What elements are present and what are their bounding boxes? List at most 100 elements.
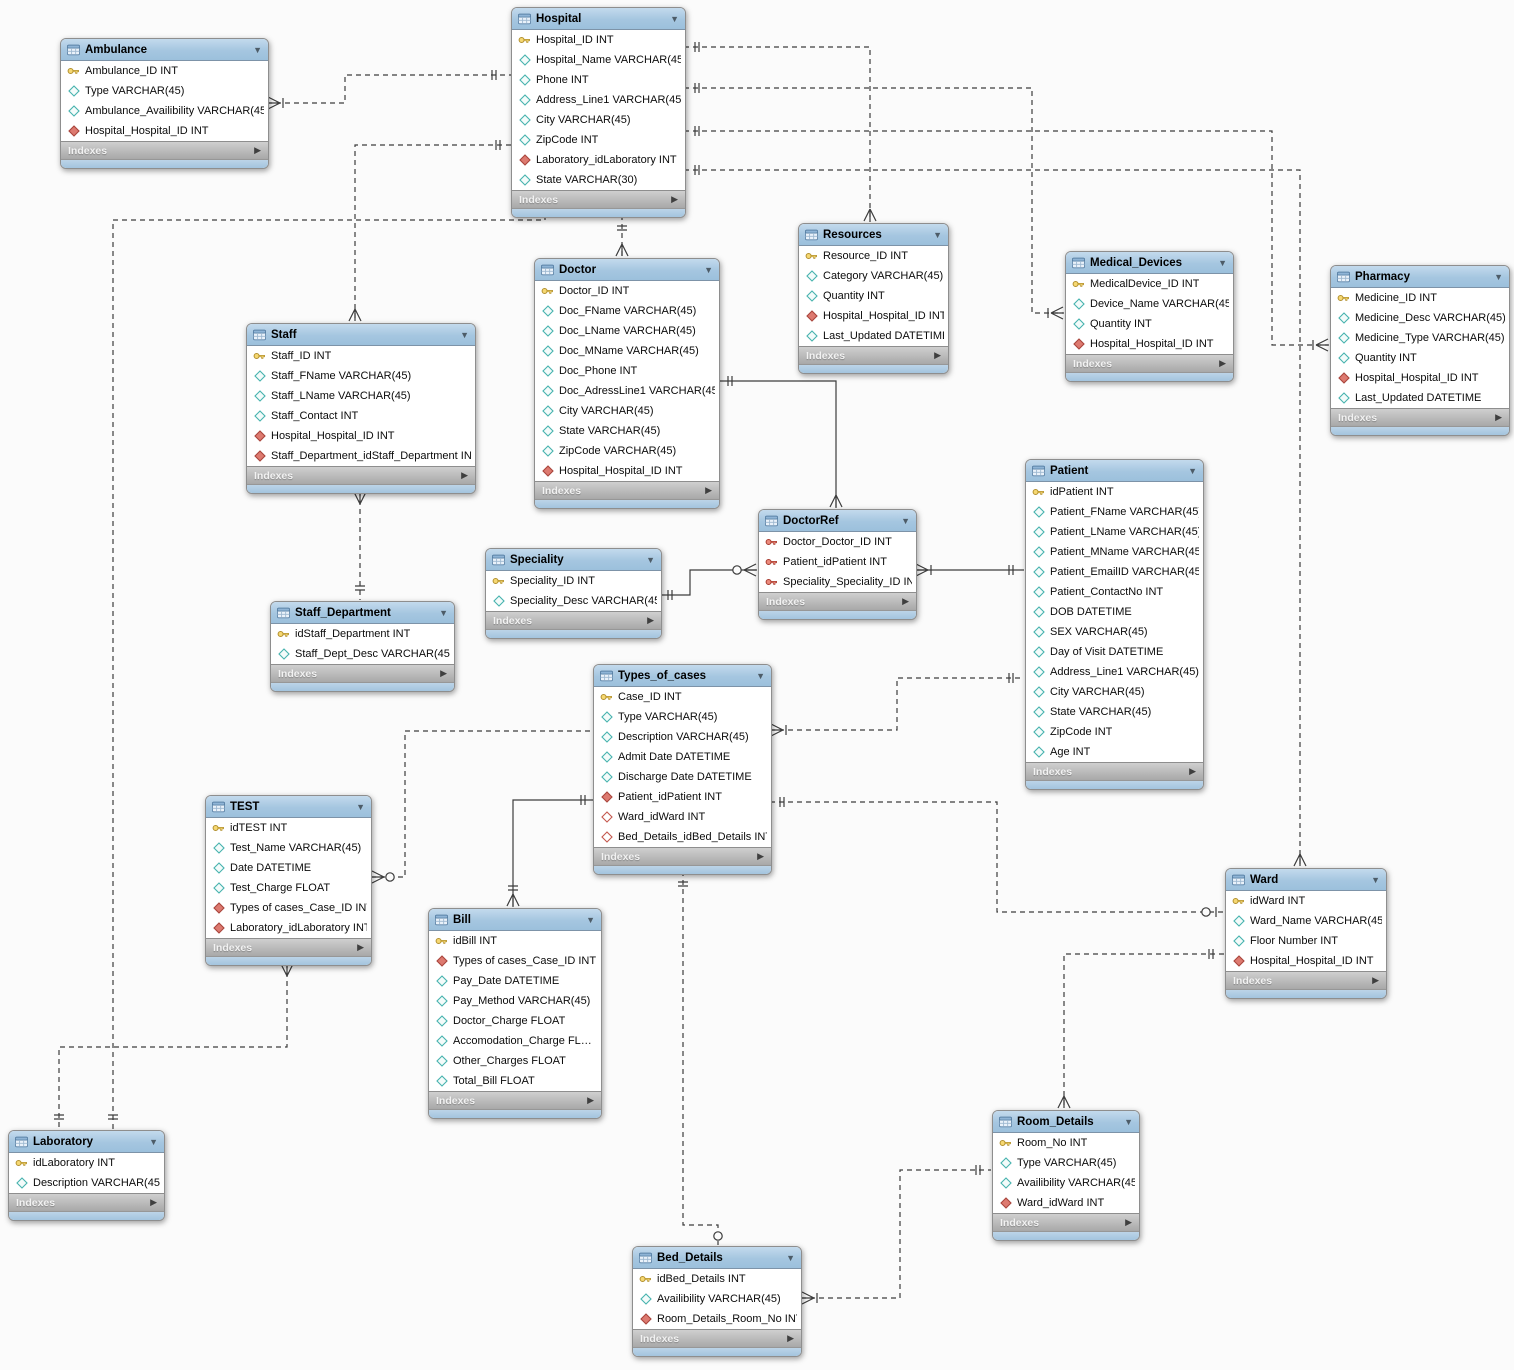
table-header[interactable]: Types_of_cases▼ <box>594 665 771 687</box>
relationship-connector-speciality-doctorref[interactable] <box>660 563 757 600</box>
relationship-connector-typesofcases-patient[interactable] <box>770 673 1024 737</box>
relationship-connector-ward-room-details[interactable] <box>1057 949 1224 1109</box>
table-header[interactable]: Hospital▼ <box>512 8 685 30</box>
table-header[interactable]: Room_Details▼ <box>993 1111 1139 1133</box>
relationship-connector-staff-staff-department[interactable] <box>353 491 367 600</box>
indexes-bar[interactable]: Indexes▶ <box>486 611 661 630</box>
indexes-bar[interactable]: Indexes▶ <box>1226 971 1386 990</box>
indexes-bar[interactable]: Indexes▶ <box>61 141 268 160</box>
relationship-connector-typesofcases-bed-details[interactable] <box>678 871 723 1245</box>
table-header[interactable]: TEST▼ <box>206 796 371 818</box>
relationship-connector-doctor-doctorref[interactable] <box>718 376 843 508</box>
collapse-arrow-icon[interactable]: ▼ <box>933 229 942 240</box>
collapse-arrow-icon[interactable]: ▼ <box>1371 874 1380 885</box>
collapse-arrow-icon[interactable]: ▼ <box>786 1252 795 1263</box>
indexes-bar[interactable]: Indexes▶ <box>1331 408 1509 427</box>
table-header[interactable]: Resources▼ <box>799 224 948 246</box>
collapse-arrow-icon[interactable]: ▼ <box>1188 465 1197 476</box>
expand-arrow-icon[interactable]: ▶ <box>440 668 447 678</box>
collapse-arrow-icon[interactable]: ▼ <box>670 13 679 24</box>
collapse-arrow-icon[interactable]: ▼ <box>1124 1116 1133 1127</box>
indexes-bar[interactable]: Indexes▶ <box>1066 354 1233 373</box>
relationship-connector-hospital-staff[interactable] <box>348 140 511 322</box>
table-header[interactable]: Doctor▼ <box>535 259 719 281</box>
expand-arrow-icon[interactable]: ▶ <box>254 145 261 155</box>
indexes-bar[interactable]: Indexes▶ <box>247 466 475 485</box>
table-header[interactable]: Medical_Devices▼ <box>1066 252 1233 274</box>
indexes-bar[interactable]: Indexes▶ <box>429 1091 601 1110</box>
expand-arrow-icon[interactable]: ▶ <box>1189 766 1196 776</box>
indexes-bar[interactable]: Indexes▶ <box>759 592 916 611</box>
indexes-bar[interactable]: Indexes▶ <box>271 664 454 683</box>
expand-arrow-icon[interactable]: ▶ <box>705 485 712 495</box>
collapse-arrow-icon[interactable]: ▼ <box>460 329 469 340</box>
indexes-bar[interactable]: Indexes▶ <box>535 481 719 500</box>
expand-arrow-icon[interactable]: ▶ <box>1219 358 1226 368</box>
expand-arrow-icon[interactable]: ▶ <box>357 942 364 952</box>
table-header[interactable]: Speciality▼ <box>486 549 661 571</box>
expand-arrow-icon[interactable]: ▶ <box>150 1197 157 1207</box>
relationship-connector-hospital-doctor[interactable] <box>615 215 629 257</box>
collapse-arrow-icon[interactable]: ▼ <box>756 670 765 681</box>
indexes-bar[interactable]: Indexes▶ <box>633 1329 801 1348</box>
collapse-arrow-icon[interactable]: ▼ <box>901 515 910 526</box>
expand-arrow-icon[interactable]: ▶ <box>647 615 654 625</box>
table-header[interactable]: Ambulance▼ <box>61 39 268 61</box>
relationship-connector-test-laboratory[interactable] <box>54 963 294 1129</box>
indexes-bar[interactable]: Indexes▶ <box>512 190 685 209</box>
table-header[interactable]: Patient▼ <box>1026 460 1203 482</box>
collapse-arrow-icon[interactable]: ▼ <box>1494 271 1503 282</box>
indexes-bar[interactable]: Indexes▶ <box>594 847 771 866</box>
expand-arrow-icon[interactable]: ▶ <box>1125 1217 1132 1227</box>
expand-arrow-icon[interactable]: ▶ <box>787 1333 794 1343</box>
relationship-connector-hospital-pharmacy[interactable] <box>684 126 1329 352</box>
table-header[interactable]: DoctorRef▼ <box>759 510 916 532</box>
indexes-bar[interactable]: Indexes▶ <box>993 1213 1139 1232</box>
indexes-bar[interactable]: Indexes▶ <box>799 346 948 365</box>
table-header[interactable]: Bed_Details▼ <box>633 1247 801 1269</box>
expand-arrow-icon[interactable]: ▶ <box>1372 975 1379 985</box>
relationship-connector-doctorref-patient[interactable] <box>915 563 1024 577</box>
relationship-connector-hospital-medical-devices[interactable] <box>684 83 1064 320</box>
collapse-arrow-icon[interactable]: ▼ <box>439 607 448 618</box>
expand-arrow-icon[interactable]: ▶ <box>671 194 678 204</box>
expand-arrow-icon[interactable]: ▶ <box>461 470 468 480</box>
relationship-connector-test-typesofcases[interactable] <box>371 730 593 884</box>
relationship-connector-hospital-resources[interactable] <box>684 42 877 222</box>
indexes-bar[interactable]: Indexes▶ <box>1026 762 1203 781</box>
relationship-connector-ambulance-hospital[interactable] <box>267 70 511 110</box>
indexes-bar[interactable]: Indexes▶ <box>9 1193 164 1212</box>
collapse-arrow-icon[interactable]: ▼ <box>356 801 365 812</box>
expand-arrow-icon[interactable]: ▶ <box>1495 412 1502 422</box>
table-header[interactable]: Staff_Department▼ <box>271 602 454 624</box>
expand-arrow-icon[interactable]: ▶ <box>934 350 941 360</box>
relationship-connector-typesofcases-ward[interactable] <box>770 797 1224 917</box>
collapse-arrow-icon[interactable]: ▼ <box>253 44 262 55</box>
collapse-arrow-icon[interactable]: ▼ <box>646 554 655 565</box>
table-header[interactable]: Bill▼ <box>429 909 601 931</box>
table-header[interactable]: Pharmacy▼ <box>1331 266 1509 288</box>
collapse-arrow-icon[interactable]: ▼ <box>704 264 713 275</box>
table-header[interactable]: Staff▼ <box>247 324 475 346</box>
collapse-arrow-icon[interactable]: ▼ <box>586 914 595 925</box>
collapse-arrow-icon[interactable]: ▼ <box>149 1136 158 1147</box>
